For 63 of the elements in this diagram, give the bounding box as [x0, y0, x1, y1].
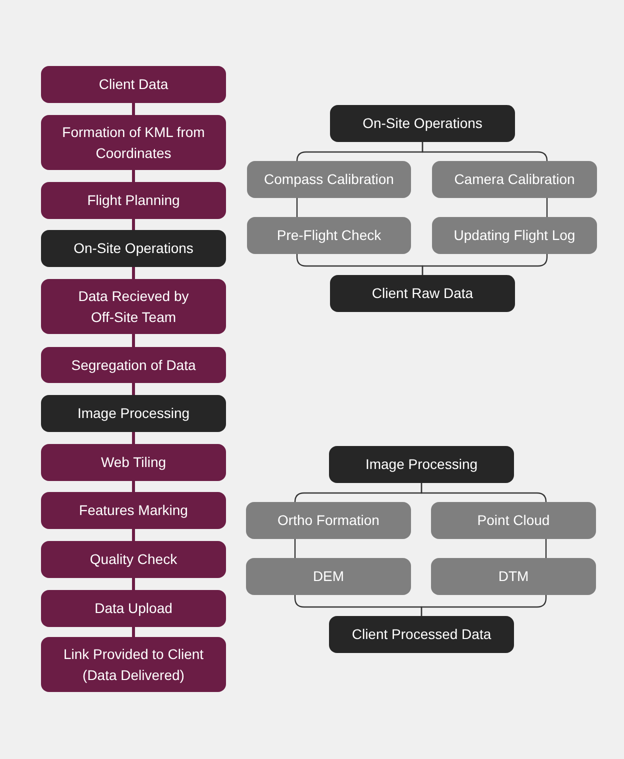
step-label: DTM [498, 567, 529, 586]
connector-line [132, 267, 135, 279]
stage-box [41, 395, 226, 432]
step-label: Pre-Flight Check [276, 226, 382, 245]
step-label: Segregation of Data [71, 356, 196, 375]
connector-line [132, 432, 135, 444]
connector-line [132, 578, 135, 590]
stage-box [41, 230, 226, 267]
process-step-box [41, 182, 226, 219]
step-label: Features Marking [79, 501, 188, 520]
sub-task-box [432, 217, 597, 254]
connector-line [296, 198, 298, 217]
sub-task-box [247, 161, 411, 198]
step-label: Quality Check [90, 550, 178, 569]
step-label: Ortho Formation [278, 511, 380, 530]
step-label: Image Processing [77, 404, 190, 423]
stage-box [330, 105, 515, 142]
step-label: Client Raw Data [372, 284, 474, 303]
step-label: Flight Planning [87, 191, 180, 210]
connector-line [132, 529, 135, 541]
connector-line [132, 219, 135, 230]
step-label: Web Tiling [100, 453, 166, 472]
sub-task-box [247, 217, 411, 254]
sub-task-box [431, 502, 596, 539]
connector-line [294, 539, 296, 558]
connector-line [132, 481, 135, 492]
step-label: Compass Calibration [264, 170, 394, 189]
connector-line [132, 334, 135, 347]
process-step-box [41, 444, 226, 481]
connector-line [546, 198, 548, 217]
sub-task-box [431, 558, 596, 595]
step-label: Client Processed Data [352, 625, 492, 644]
connector-line [545, 539, 547, 558]
step-label: Data Upload [94, 599, 172, 618]
sub-task-box [432, 161, 597, 198]
process-step-box [41, 492, 226, 529]
stage-box [329, 446, 514, 483]
process-step-box [41, 279, 226, 334]
step-label: Point Cloud [477, 511, 550, 530]
step-label: Image Processing [365, 455, 478, 474]
process-step-box [41, 637, 226, 692]
process-step-box [41, 541, 226, 578]
sub-task-box [246, 558, 411, 595]
stage-box [329, 616, 514, 653]
process-step-box [41, 347, 226, 383]
step-label: On-Site Operations [362, 114, 482, 133]
stage-box [330, 275, 515, 312]
connector-line [132, 103, 135, 115]
step-label: Camera Calibration [454, 170, 575, 189]
connector-line [132, 383, 135, 395]
connector-line [132, 170, 135, 182]
sub-task-box [246, 502, 411, 539]
step-label: Link Provided to Client (Data Delivered) [62, 644, 205, 685]
step-label: On-Site Operations [74, 239, 194, 258]
step-label: Updating Flight Log [454, 226, 576, 245]
step-label: Data Recieved by Off-Site Team [77, 286, 190, 326]
process-step-box [41, 590, 226, 627]
step-label: Client Data [98, 75, 168, 94]
process-step-box [41, 115, 226, 170]
connector-line [132, 627, 135, 637]
step-label: DEM [312, 567, 344, 586]
process-step-box [41, 66, 226, 103]
step-label: Formation of KML from Coordinates [61, 122, 206, 162]
